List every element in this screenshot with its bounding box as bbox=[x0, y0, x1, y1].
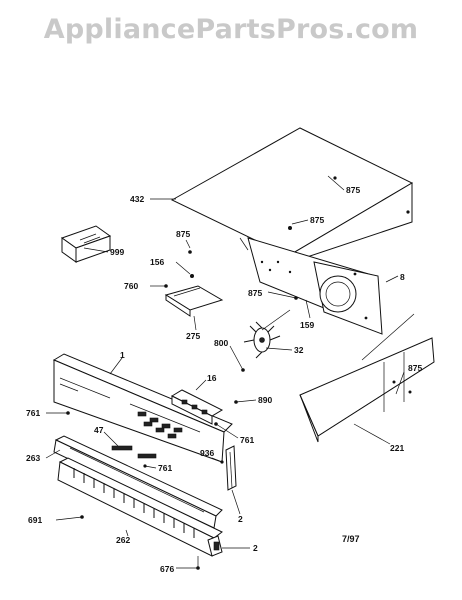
side-bracket-part bbox=[225, 445, 237, 491]
revision-date: 7/97 bbox=[342, 534, 360, 544]
callout-800: 800 bbox=[214, 338, 228, 348]
callout-432: 432 bbox=[130, 194, 144, 204]
callout-labels: 432 875 875 875 999 156 760 275 8 875 15… bbox=[26, 185, 422, 574]
callout-875-screw: 875 bbox=[176, 229, 190, 239]
callout-761-right: 761 bbox=[240, 435, 254, 445]
callout-47: 47 bbox=[94, 425, 104, 435]
fan-blade-part bbox=[243, 321, 281, 359]
callout-875-trim: 875 bbox=[408, 363, 422, 373]
callout-875-fan: 875 bbox=[248, 288, 262, 298]
trim-strip-part-263 bbox=[53, 435, 223, 529]
side-trim-part bbox=[299, 337, 435, 443]
callout-156: 156 bbox=[150, 257, 164, 267]
callout-676: 676 bbox=[160, 564, 174, 574]
callout-2-lower: 2 bbox=[253, 543, 258, 553]
callout-2-upper: 2 bbox=[238, 514, 243, 524]
watermark: AppliancePartsPros.com bbox=[43, 14, 419, 45]
callout-936: 936 bbox=[200, 448, 214, 458]
callout-263: 263 bbox=[26, 453, 40, 463]
bracket-part-275 bbox=[164, 274, 224, 317]
callout-275: 275 bbox=[186, 331, 200, 341]
leader-lines bbox=[45, 175, 415, 569]
callout-890: 890 bbox=[258, 395, 272, 405]
vent-trim-part-262 bbox=[57, 457, 223, 557]
callout-221: 221 bbox=[390, 443, 404, 453]
fan-housing-part bbox=[247, 237, 383, 335]
callout-16: 16 bbox=[207, 373, 217, 383]
callout-999: 999 bbox=[110, 247, 124, 257]
callout-760: 760 bbox=[124, 281, 138, 291]
callout-875-top: 875 bbox=[346, 185, 360, 195]
callout-159: 159 bbox=[300, 320, 314, 330]
control-board-part bbox=[170, 389, 224, 425]
top-panel-part bbox=[170, 127, 414, 265]
callout-691: 691 bbox=[28, 515, 42, 525]
callout-1: 1 bbox=[120, 350, 125, 360]
callout-32: 32 bbox=[294, 345, 304, 355]
callout-262: 262 bbox=[116, 535, 130, 545]
callout-8: 8 bbox=[400, 272, 405, 282]
callout-761-center: 761 bbox=[158, 463, 172, 473]
block-part-999 bbox=[60, 225, 112, 263]
clip-part bbox=[207, 535, 223, 557]
callout-761-left: 761 bbox=[26, 408, 40, 418]
callout-875-panel: 875 bbox=[310, 215, 324, 225]
